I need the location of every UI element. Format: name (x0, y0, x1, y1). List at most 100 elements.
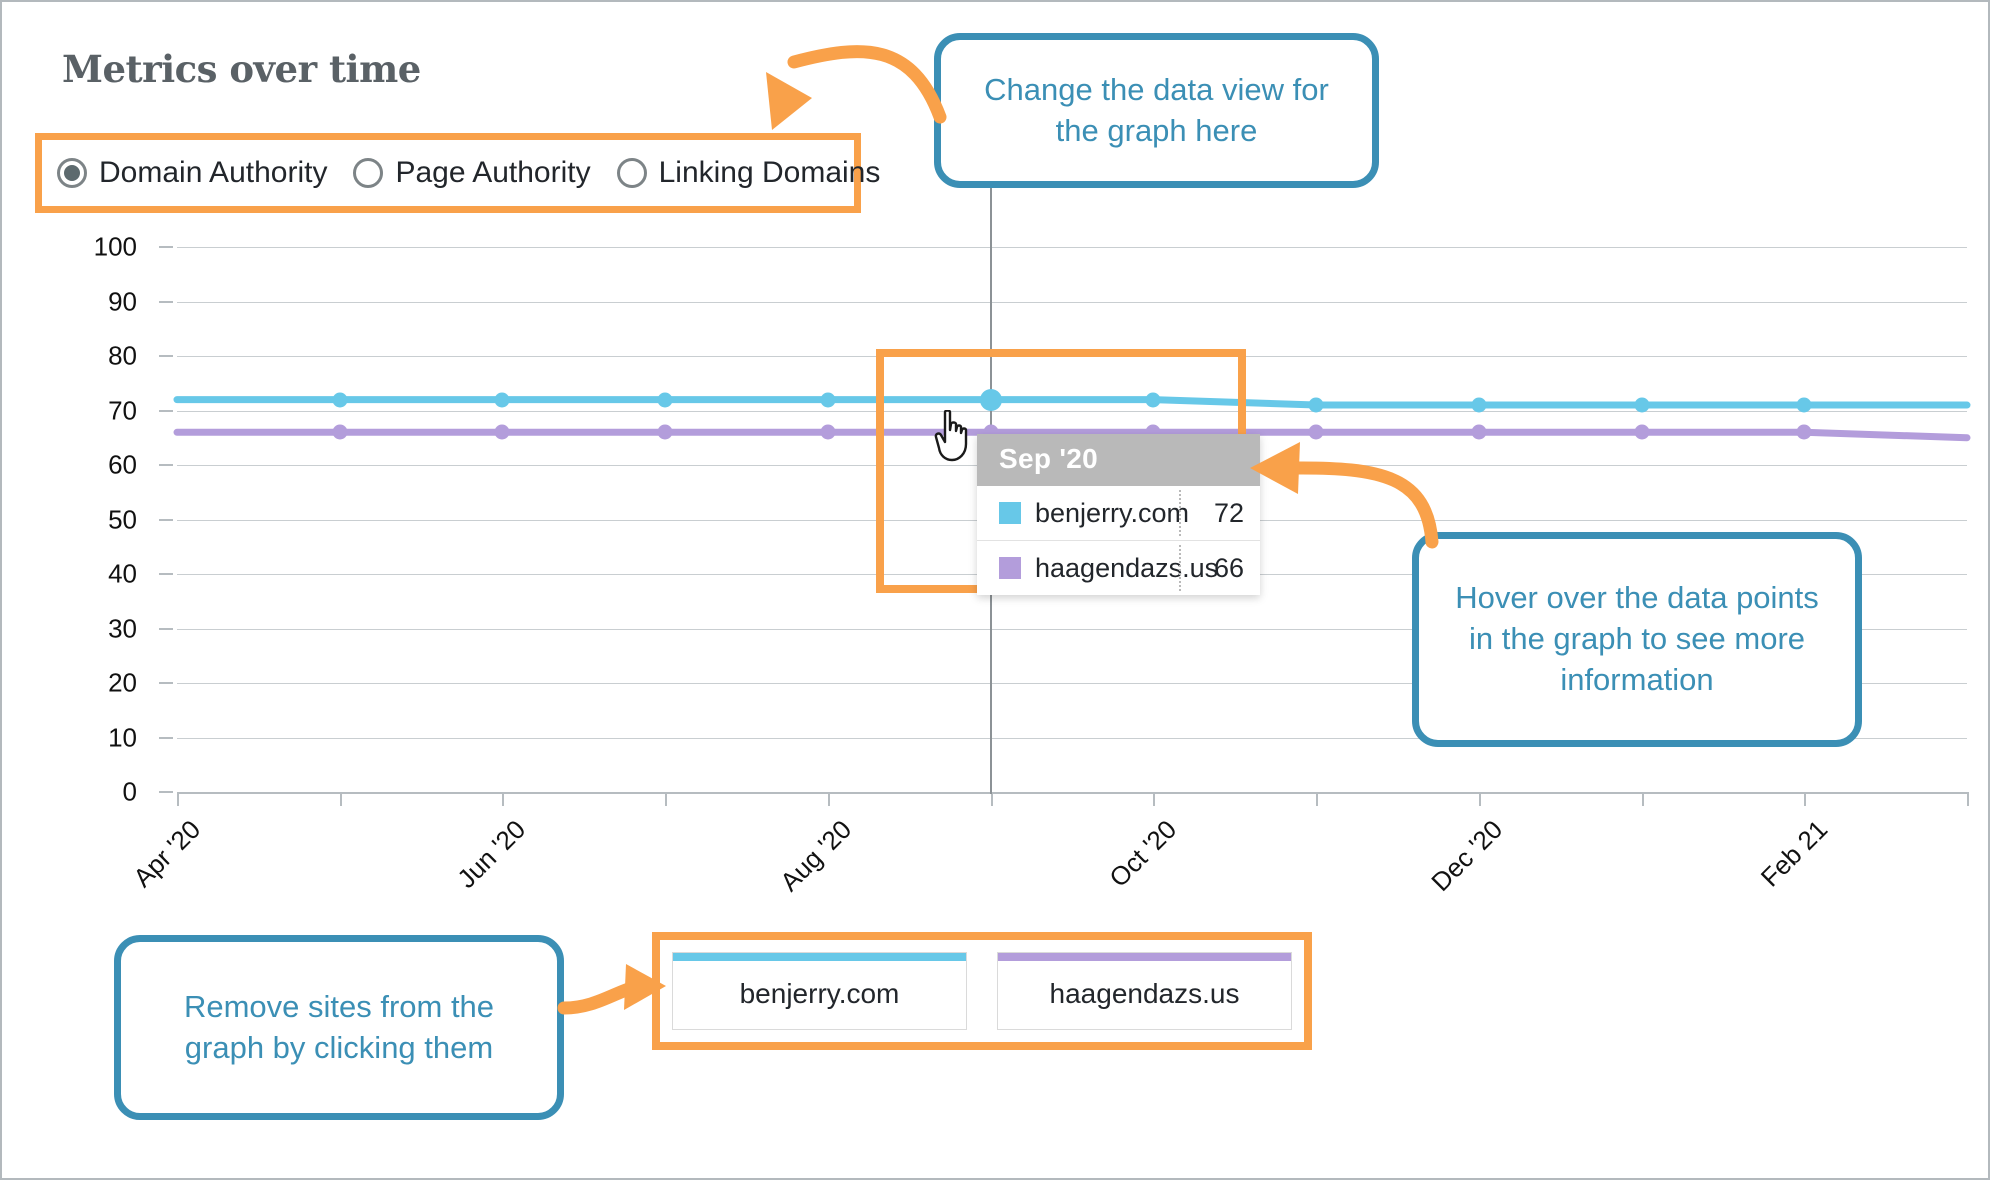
chart-data-point[interactable] (1308, 397, 1324, 413)
chart-data-point[interactable] (494, 392, 510, 408)
y-axis-label: 90 (108, 286, 137, 316)
y-axis-label: 80 (108, 340, 137, 371)
pointer-cursor-icon (934, 410, 968, 462)
callout-hover-data-points: Hover over the data points in the graph … (1412, 532, 1862, 747)
chart-gridline (177, 792, 1967, 794)
x-axis-tick (1316, 792, 1319, 806)
radio-label-linking-domains: Linking Domains (658, 156, 881, 189)
x-axis-tick (1478, 792, 1481, 806)
chart-line-haagendazs.us (173, 428, 1971, 442)
x-axis-tick (339, 792, 342, 806)
radio-option-page-authority[interactable]: Page Authority (353, 156, 591, 190)
tooltip-swatch-benjerry (999, 502, 1021, 524)
chart-data-point[interactable] (1796, 424, 1812, 440)
arrow-to-legend (557, 964, 666, 1015)
chart-gridline (177, 410, 1967, 412)
radio-label-page-authority: Page Authority (395, 156, 591, 189)
y-axis-label: 20 (108, 667, 137, 698)
chart-data-point[interactable] (332, 424, 348, 440)
chart-gridline (177, 247, 1967, 248)
y-axis-tick (159, 246, 173, 248)
y-axis-tick (159, 736, 173, 739)
tooltip-value-haagendazs: 66 (1213, 552, 1244, 583)
radio-group-highlight (35, 133, 861, 213)
legend-label-haagendazs: haagendazs.us (1049, 978, 1240, 1009)
radio-icon-page-authority[interactable] (353, 158, 384, 188)
chart-data-point[interactable] (1634, 424, 1650, 440)
legend-item-benjerry[interactable]: benjerry.com (672, 952, 967, 1030)
y-axis-tick (159, 409, 173, 412)
chart-gridline (177, 737, 1967, 739)
arrow-to-tooltip (1250, 442, 1439, 549)
x-axis-tick (502, 792, 505, 806)
chart-line-benjerry.com (173, 396, 1971, 409)
chart-legend[interactable]: benjerry.com haagendazs.us (672, 952, 1292, 1030)
x-axis-label: Feb 21 (1755, 814, 1834, 893)
y-axis-tick (159, 355, 173, 357)
x-axis-label: Aug '20 (774, 814, 858, 897)
x-axis-label: Dec '20 (1425, 814, 1509, 897)
chart-gridline (177, 628, 1967, 630)
chart-series-lines (173, 396, 1971, 442)
x-axis-tick (1153, 792, 1156, 806)
tooltip-row-haagendazs: haagendazs.us 66 (977, 541, 1260, 595)
radio-icon-domain-authority[interactable] (57, 158, 87, 188)
chart-data-point[interactable] (657, 424, 673, 440)
arrow-to-radio-group (766, 45, 947, 130)
x-axis-label: Oct '20 (1103, 814, 1183, 893)
y-axis-tick (159, 682, 173, 684)
y-axis-tick (159, 464, 173, 466)
chart-data-point[interactable] (494, 424, 510, 440)
legend-color-bar-benjerry (673, 953, 966, 961)
y-axis-tick (159, 627, 173, 630)
tooltip-site-haagendazs: haagendazs.us (1035, 552, 1219, 583)
chart-data-point[interactable] (1471, 424, 1487, 440)
y-axis-label: 0 (122, 776, 137, 807)
chart-data-point[interactable] (1471, 397, 1487, 413)
y-axis-label: 40 (108, 558, 137, 589)
radio-label-domain-authority: Domain Authority (99, 156, 328, 189)
x-axis-label: Jun '20 (451, 814, 532, 894)
chart-data-point[interactable] (1145, 392, 1161, 408)
x-axis-tick (177, 792, 179, 806)
chart-data-point[interactable] (657, 392, 673, 408)
tooltip-divider (1179, 490, 1181, 536)
x-axis-tick (1967, 792, 1969, 806)
chart-data-point[interactable] (1796, 397, 1812, 413)
radio-option-linking-domains[interactable]: Linking Domains (616, 156, 881, 190)
callout-remove-sites: Remove sites from the graph by clicking … (114, 935, 564, 1120)
chart-gridline (177, 301, 1967, 303)
chart-data-point[interactable] (820, 424, 836, 440)
legend-item-haagendazs[interactable]: haagendazs.us (997, 952, 1292, 1030)
y-axis-tick (159, 791, 173, 793)
chart-tooltip: Sep '20 benjerry.com 72 haagendazs.us 66 (977, 434, 1260, 595)
y-axis-label: 60 (108, 449, 137, 480)
legend-label-benjerry: benjerry.com (739, 978, 900, 1009)
legend-color-bar-haagendazs (998, 953, 1291, 961)
x-axis-tick (1641, 792, 1644, 806)
callout-remove-sites-text: Remove sites from the graph by clicking … (183, 988, 495, 1065)
y-axis-tick (159, 573, 173, 575)
x-axis-label: Apr '20 (127, 814, 207, 893)
metric-radio-group[interactable]: Domain Authority Page Authority Linking … (57, 150, 906, 196)
y-axis-label: 100 (93, 231, 137, 262)
chart-data-point[interactable] (979, 388, 1002, 411)
tooltip-site-benjerry: benjerry.com (1035, 497, 1190, 528)
radio-option-domain-authority[interactable]: Domain Authority (57, 156, 327, 190)
tooltip-header: Sep '20 (977, 434, 1260, 486)
chart-data-point[interactable] (820, 392, 836, 408)
chart-data-point[interactable] (1634, 397, 1650, 413)
callout-hover-data-points-text: Hover over the data points in the graph … (1455, 580, 1819, 697)
callout-change-data-view-text: Change the data view for the graph here (984, 71, 1329, 148)
tooltip-value-benjerry: 72 (1213, 497, 1244, 528)
radio-icon-linking-domains[interactable] (616, 158, 647, 188)
chart-gridline (177, 683, 1967, 684)
y-axis-label: 50 (108, 504, 137, 534)
callout-change-data-view: Change the data view for the graph here (934, 33, 1379, 188)
x-axis-tick (665, 792, 668, 806)
chart-data-point[interactable] (1308, 424, 1324, 440)
chart-data-point[interactable] (332, 392, 348, 408)
